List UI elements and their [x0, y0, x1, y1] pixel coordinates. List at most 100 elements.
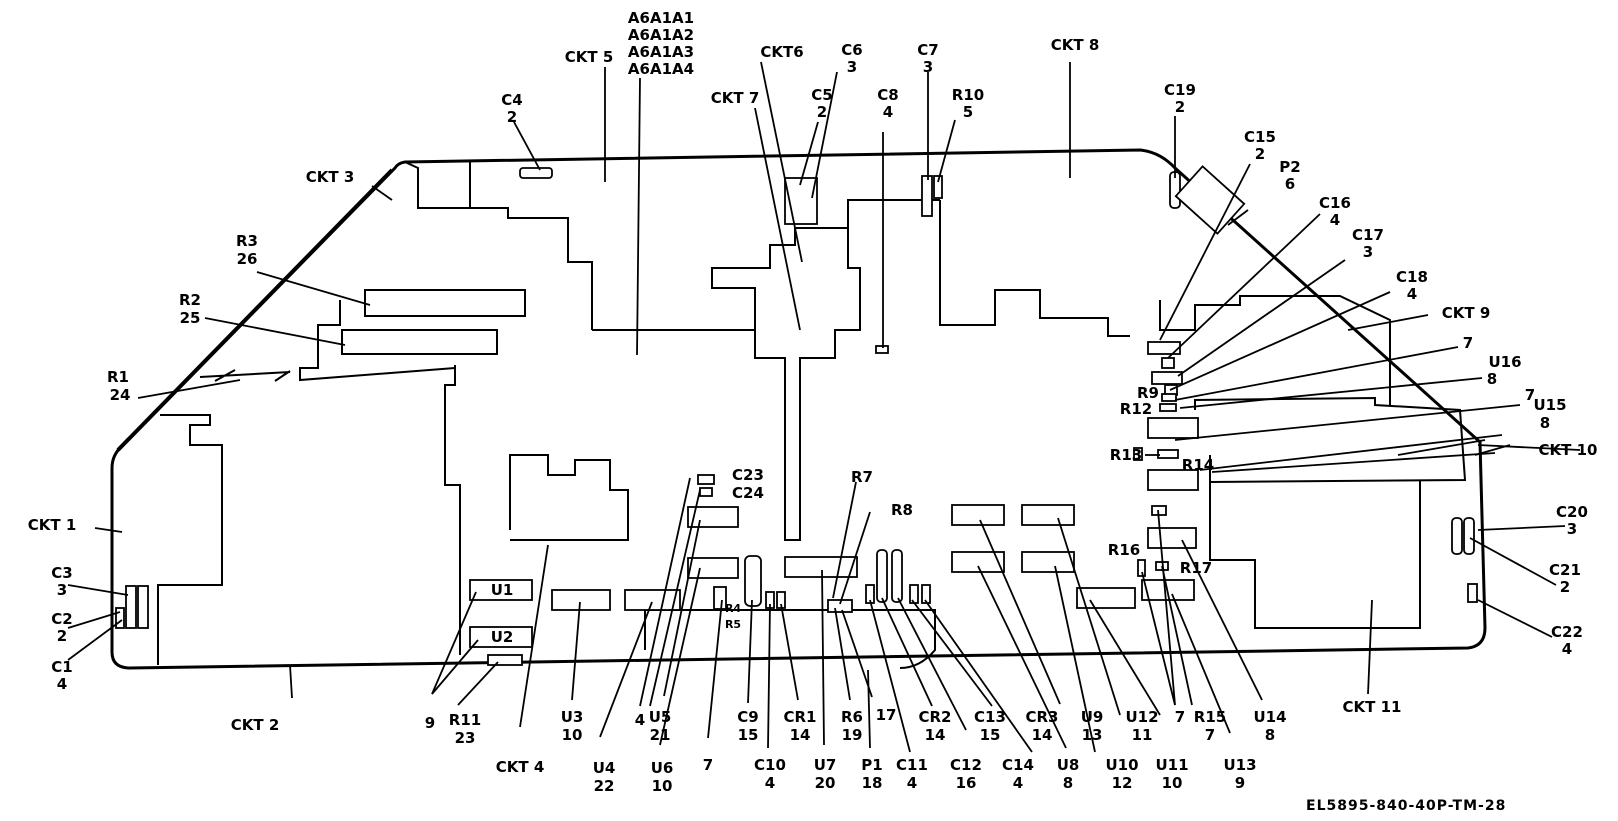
label-c2: C2: [51, 610, 72, 628]
label-u3-qty: 10: [562, 726, 583, 744]
c4-capacitor: [519, 167, 553, 179]
label-u12-qty: 11: [1132, 726, 1153, 744]
label-u1: U1: [491, 581, 514, 599]
c3-capacitor: [125, 585, 137, 629]
cr2-diode: [876, 549, 888, 603]
label-u8-qty: 8: [1063, 774, 1073, 792]
label-assy-4: A6A1A4: [628, 60, 694, 78]
label-r4: R4: [725, 602, 741, 615]
label-c14-qty: 4: [1013, 774, 1023, 792]
label-p2: P2: [1279, 158, 1300, 176]
label-p1: P1: [861, 756, 882, 774]
label-r2: R2: [179, 291, 201, 309]
r16-resistor: [1137, 559, 1146, 577]
r1-resistor: [199, 369, 291, 382]
label-p2-qty: 6: [1285, 175, 1295, 193]
c23-capacitor: [697, 474, 715, 485]
label-u13: U13: [1223, 756, 1256, 774]
label-qty-7b: 7: [1525, 386, 1535, 404]
c7-capacitor: [921, 175, 933, 217]
label-c3-qty: 3: [57, 581, 67, 599]
ckt7-boundary: [754, 228, 861, 541]
label-c5: C5: [811, 86, 832, 104]
label-cr1: CR1: [784, 708, 817, 726]
label-cr1-qty: 14: [790, 726, 811, 744]
label-u14-qty: 8: [1265, 726, 1275, 744]
u12-chip: [1021, 551, 1075, 573]
p2-connector: [1174, 165, 1246, 235]
u1-chip: [469, 579, 533, 601]
leader-lines: [67, 61, 1581, 753]
r12-resistor: [1159, 403, 1177, 412]
board-edge-bevel: [116, 168, 394, 452]
r13-resistor: [1133, 447, 1143, 461]
label-c10: C10: [754, 756, 786, 774]
label-r17: R17: [1180, 559, 1212, 577]
label-ckt4: CKT 4: [496, 758, 545, 776]
label-r2-qty: 25: [180, 309, 201, 327]
u8-chip: [951, 551, 1005, 573]
label-u4: U4: [593, 759, 616, 777]
ckt1-boundary: [157, 414, 223, 665]
r-strip-boundary: [299, 300, 456, 382]
label-c16: C16: [1319, 194, 1351, 212]
label-u6-qty: 10: [652, 777, 673, 795]
label-qty-7c: 7: [703, 756, 713, 774]
u16-chip: [1147, 417, 1199, 439]
part-labels: A6A1A1 A6A1A2 A6A1A3 A6A1A4 CKT 5 CKT6 C…: [28, 9, 1598, 814]
label-r14: R14: [1182, 456, 1214, 474]
label-u16: U16: [1488, 353, 1521, 371]
r8-resistor: [827, 599, 853, 613]
ckt11-boundary: [1209, 480, 1421, 629]
label-qty-17: 17: [876, 706, 897, 724]
cr3-chip: [951, 504, 1005, 526]
ckt2-boundary: [444, 365, 461, 655]
label-c12-qty: 16: [956, 774, 977, 792]
label-c13-qty: 15: [980, 726, 1001, 744]
label-c14: C14: [1002, 756, 1034, 774]
label-c8: C8: [877, 86, 898, 104]
label-assy-3: A6A1A3: [628, 43, 694, 61]
label-c21-qty: 2: [1560, 578, 1570, 596]
p1-connector: [644, 609, 936, 669]
label-c8-qty: 4: [883, 103, 893, 121]
label-c15: C15: [1244, 128, 1276, 146]
label-u12: U12: [1125, 708, 1158, 726]
label-c1-qty: 4: [57, 675, 67, 693]
r2-resistor: [341, 329, 498, 355]
label-ckt3: CKT 3: [306, 168, 355, 186]
c13-capacitor: [909, 584, 919, 604]
label-c18-qty: 4: [1407, 285, 1417, 303]
r4-resistor: [713, 586, 727, 610]
c5-c6-frame: [784, 177, 818, 225]
label-r11-qty: 23: [455, 729, 476, 747]
label-c10-qty: 4: [765, 774, 775, 792]
label-c6: C6: [841, 41, 862, 59]
c17-capacitor: [1151, 371, 1183, 385]
label-cr3: CR3: [1026, 708, 1059, 726]
label-u5-qty: 21: [650, 726, 671, 744]
ckt8-boundary: [939, 200, 1130, 337]
label-ckt7: CKT 7: [711, 89, 760, 107]
ckt9-boundary: [1159, 295, 1391, 405]
label-r10: R10: [952, 86, 984, 104]
r11-resistor: [487, 654, 523, 666]
u6-chip: [687, 557, 739, 579]
label-r5: R5: [725, 618, 741, 631]
label-ckt11: CKT 11: [1343, 698, 1402, 716]
label-c21: C21: [1549, 561, 1581, 579]
label-u14: U14: [1253, 708, 1286, 726]
c9-capacitor: [744, 555, 762, 607]
c12-capacitor: [891, 549, 903, 603]
label-c7: C7: [917, 41, 938, 59]
label-c17: C17: [1352, 226, 1384, 244]
label-c23: C23: [732, 466, 764, 484]
r9-resistor: [1161, 393, 1177, 402]
label-c2-qty: 2: [57, 627, 67, 645]
label-c4-qty: 2: [507, 108, 517, 126]
u3-chip: [551, 589, 611, 611]
c1-capacitor: [115, 607, 125, 629]
label-c9: C9: [737, 708, 758, 726]
u7-chip: [784, 556, 858, 578]
label-u16-qty: 8: [1487, 370, 1497, 388]
